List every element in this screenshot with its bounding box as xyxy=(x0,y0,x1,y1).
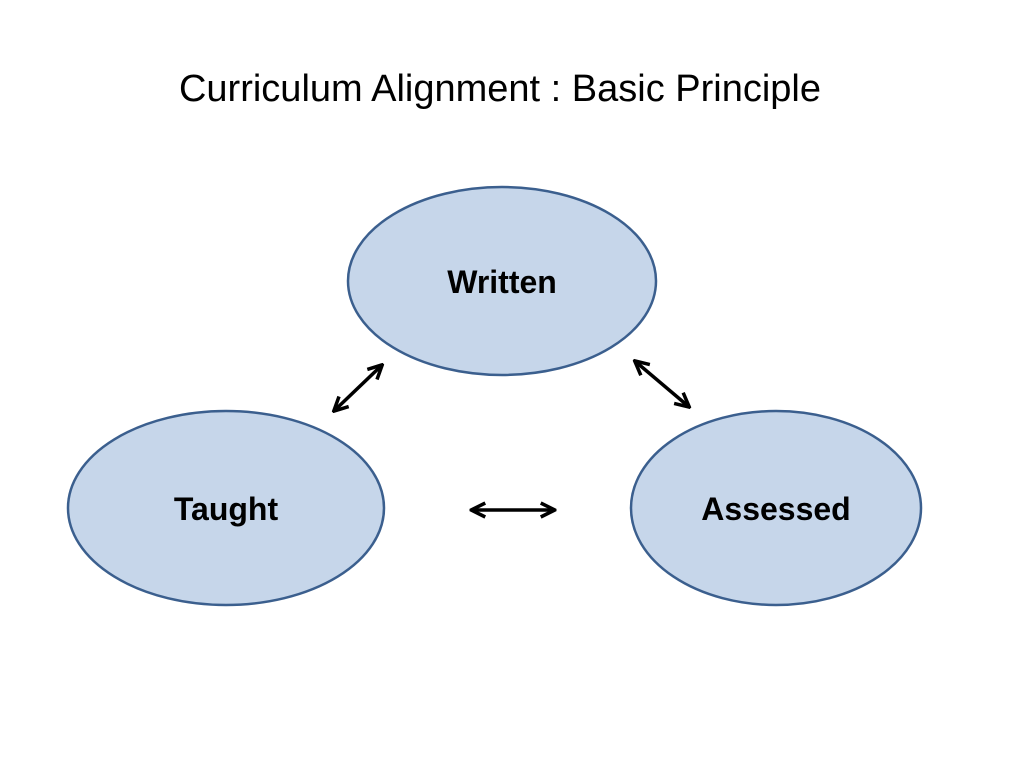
node-written-label: Written xyxy=(447,264,557,300)
node-taught: Taught xyxy=(66,409,386,607)
node-written: Written xyxy=(346,185,658,377)
node-assessed: Assessed xyxy=(629,409,923,607)
arrow-written-taught xyxy=(335,366,381,410)
arrow-written-assessed xyxy=(636,362,688,406)
node-taught-label: Taught xyxy=(174,491,279,527)
slide-title: Curriculum Alignment : Basic Principle xyxy=(178,68,821,110)
node-assessed-label: Assessed xyxy=(701,491,850,527)
